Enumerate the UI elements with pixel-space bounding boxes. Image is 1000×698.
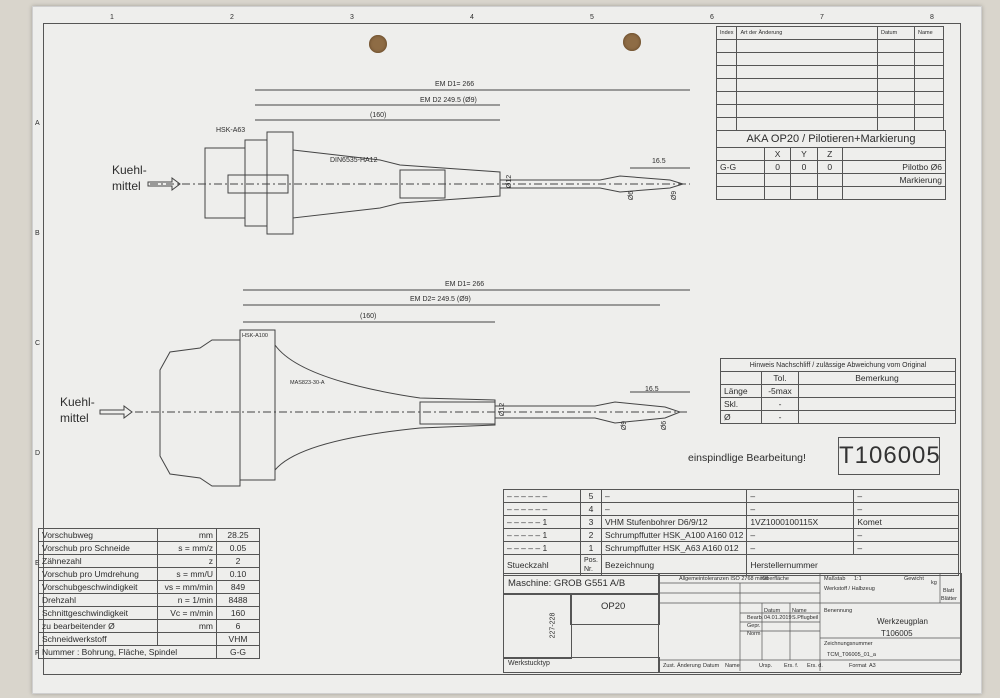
tool1-tip-len: 16.5 bbox=[652, 158, 666, 165]
frame-row-a: A bbox=[35, 120, 40, 127]
coolant-arrow bbox=[147, 177, 181, 191]
title-block: Allgemeintoleranzen ISO 2768 mittel Ober… bbox=[658, 573, 962, 673]
frame-col-5: 5 bbox=[590, 14, 594, 21]
workpiece-box: 227-228 bbox=[503, 593, 572, 659]
op-box: OP20 bbox=[570, 593, 660, 625]
frame-col-3: 3 bbox=[350, 14, 354, 21]
frame-col-4: 4 bbox=[470, 14, 474, 21]
drawing-frame bbox=[43, 23, 961, 675]
tool1-assembly bbox=[150, 89, 690, 235]
frame-row-d: D bbox=[35, 450, 41, 457]
workpiece-label: Werkstucktyp bbox=[508, 660, 550, 667]
tool-code: T106005 bbox=[838, 437, 940, 475]
frame-col-2: 2 bbox=[230, 14, 234, 21]
file-name: TCM_T06005_01_a bbox=[827, 652, 876, 658]
tool1-coolant-label: Kuehl- mittel bbox=[112, 163, 147, 193]
frame-row-c: C bbox=[35, 340, 41, 347]
tool1-holder: HSK-A63 bbox=[216, 127, 246, 134]
frame-row-f: F bbox=[35, 650, 40, 657]
tool2-holder: HSK-A100 bbox=[242, 333, 268, 339]
tool1-em-d1: EM D1= 266 bbox=[435, 81, 475, 88]
tool2-em-d1: EM D1= 266 bbox=[445, 281, 485, 288]
doc-title: Werkzeugplan bbox=[877, 617, 928, 626]
deviation-table: Hinweis Nachschliff / zulässige Abweichu… bbox=[720, 358, 956, 424]
doc-code: T106005 bbox=[881, 629, 913, 638]
tool2-em-d2: EM D2= 249.5 (Ø9) bbox=[410, 296, 471, 303]
frame-col-7: 7 bbox=[820, 14, 824, 21]
tool1-chuck: DIN6535-HA12 bbox=[330, 157, 378, 164]
op-name: OP20 bbox=[601, 601, 626, 612]
parts-list: – – – – – –5––– – – – – – –4––– – – – – … bbox=[503, 489, 959, 576]
tool1-em-d2: EM D2 249.5 (Ø9) bbox=[420, 97, 477, 104]
punch-hole bbox=[369, 35, 387, 53]
tool2-length: (160) bbox=[360, 313, 377, 320]
tool2-coolant-label: Kuehl- mittel bbox=[60, 395, 95, 425]
frame-col-8: 8 bbox=[930, 14, 934, 21]
parts-row: – – – – – –4––– bbox=[503, 502, 959, 516]
spindle-note: einspindlige Bearbeitung! bbox=[688, 452, 806, 464]
punch-hole bbox=[623, 33, 641, 51]
frame-col-1: 1 bbox=[110, 14, 114, 21]
tool1-length: (160) bbox=[370, 112, 387, 119]
machine-box: Maschine: GROB G551 A/B bbox=[503, 573, 660, 595]
frame-row-b: B bbox=[35, 230, 40, 237]
machine-name: Maschine: GROB G551 A/B bbox=[508, 578, 626, 589]
tool2-assembly bbox=[135, 289, 690, 487]
frame-row-e: E bbox=[35, 560, 40, 567]
coolant-arrow bbox=[99, 405, 133, 419]
workpiece-label-box: Werkstucktyp bbox=[503, 657, 660, 673]
frame-col-6: 6 bbox=[710, 14, 714, 21]
tool2-tip-len: 16.5 bbox=[645, 386, 659, 393]
tool2-chuck: MAS823-30-A bbox=[290, 380, 325, 386]
